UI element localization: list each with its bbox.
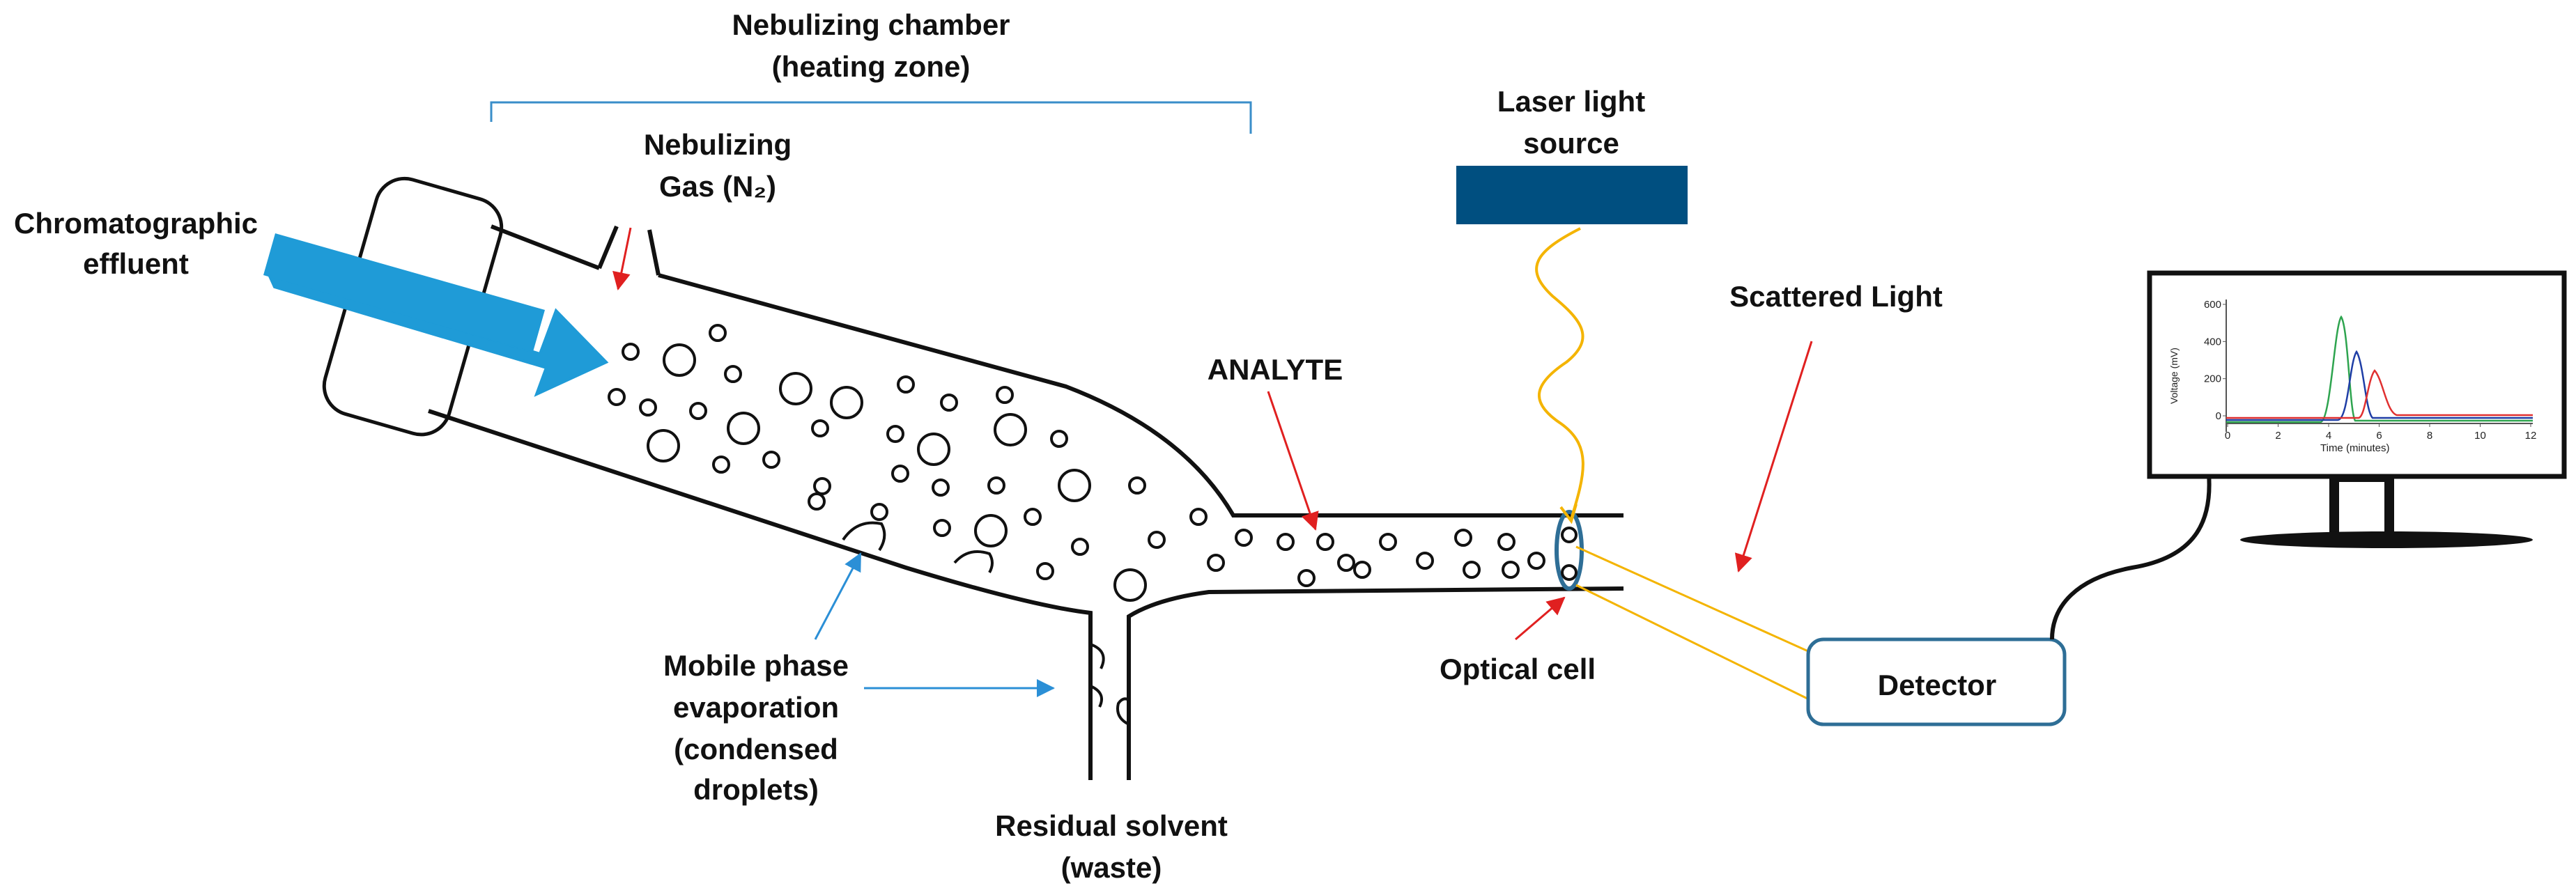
- chart-x-tick-label: 0: [2225, 430, 2230, 442]
- optical-cell-label: Optical cell: [1440, 653, 1596, 685]
- chart-y-tick-label: 200: [2204, 373, 2221, 385]
- laser-beam-tip: [1559, 504, 1578, 524]
- chart-y-tick-label: 600: [2204, 299, 2221, 311]
- analyte-label: ANALYTE: [1208, 353, 1343, 386]
- optical-cell-ring: [1555, 510, 1584, 591]
- effluent-arrow: [265, 270, 609, 397]
- nebulizing-chamber: [428, 224, 1624, 780]
- chart-y-tick-label: 0: [2216, 410, 2221, 422]
- laser-source-box: [1456, 166, 1688, 224]
- gas-label-line1: Nebulizing: [644, 128, 792, 161]
- chart-x-tick-label: 8: [2427, 430, 2432, 442]
- gas-label-line2: Gas (N₂): [659, 170, 776, 203]
- chart-x-tick-label: 2: [2275, 430, 2281, 442]
- chart-xlabel: Time (minutes): [2320, 442, 2389, 454]
- mobile-phase-arrow-up: [814, 552, 862, 640]
- chamber-bracket: [490, 101, 1252, 134]
- chart-x-tick-label: 10: [2474, 430, 2486, 442]
- chart-x-tick-label: 6: [2376, 430, 2382, 442]
- chart-y-tick-label: 400: [2204, 336, 2221, 348]
- peak-red: [2226, 369, 2533, 419]
- scatter-beam-upper: [1575, 545, 1809, 653]
- detector-label: Detector: [1878, 669, 1996, 701]
- waste-label-line1: Residual solvent: [995, 809, 1228, 842]
- chamber-label-line2: (heating zone): [772, 50, 971, 83]
- optical-cell-arrow: [1515, 596, 1566, 641]
- laser-beam: [1535, 227, 1584, 520]
- mobile-phase-label-line4: droplets): [693, 773, 819, 806]
- chart-ticks: 600 400 200 00 2 4 6 8 10 12: [2204, 299, 2536, 442]
- mobile-phase-label-line1: Mobile phase: [663, 649, 849, 682]
- chamber-label-line1: Nebulizing chamber: [732, 8, 1010, 41]
- aerosol-droplets: [608, 324, 1225, 602]
- gas-arrow: [612, 227, 632, 290]
- scatter-beam-lower: [1575, 584, 1811, 701]
- analyte-arrow: [1267, 391, 1319, 531]
- mobile-phase-label-line2: evaporation: [673, 691, 839, 724]
- effluent-label-line1: Chromatographic: [14, 207, 258, 240]
- waste-label-line2: (waste): [1061, 851, 1162, 884]
- analyte-particles: [1235, 529, 1545, 587]
- monitor: [2147, 270, 2567, 548]
- laser-label-line2: source: [1523, 127, 1619, 159]
- detector-cable: [2050, 473, 2212, 640]
- chart-ylabel: Voltage (mV): [2168, 348, 2180, 404]
- scattered-light-arrow: [1734, 341, 1813, 573]
- chart-x-tick-label: 12: [2525, 430, 2537, 442]
- peak-blue: [2226, 350, 2533, 421]
- condensed-droplets: [842, 521, 1130, 726]
- effluent-arrow-body: [263, 233, 545, 352]
- scattered-light-label: Scattered Light: [1729, 280, 1943, 313]
- effluent-label-line2: effluent: [83, 247, 189, 280]
- monitor-chart: 600 400 200 00 2 4 6 8 10 12 Voltage (mV) Time (m…: [2168, 299, 2536, 454]
- peak-green: [2226, 315, 2533, 423]
- detector-box: [1806, 637, 2067, 726]
- optical-cell-particles: [1561, 527, 1578, 581]
- chart-x-tick-label: 4: [2326, 430, 2331, 442]
- mobile-phase-label-line3: (condensed: [674, 733, 838, 765]
- laser-label-line1: Laser light: [1497, 85, 1645, 118]
